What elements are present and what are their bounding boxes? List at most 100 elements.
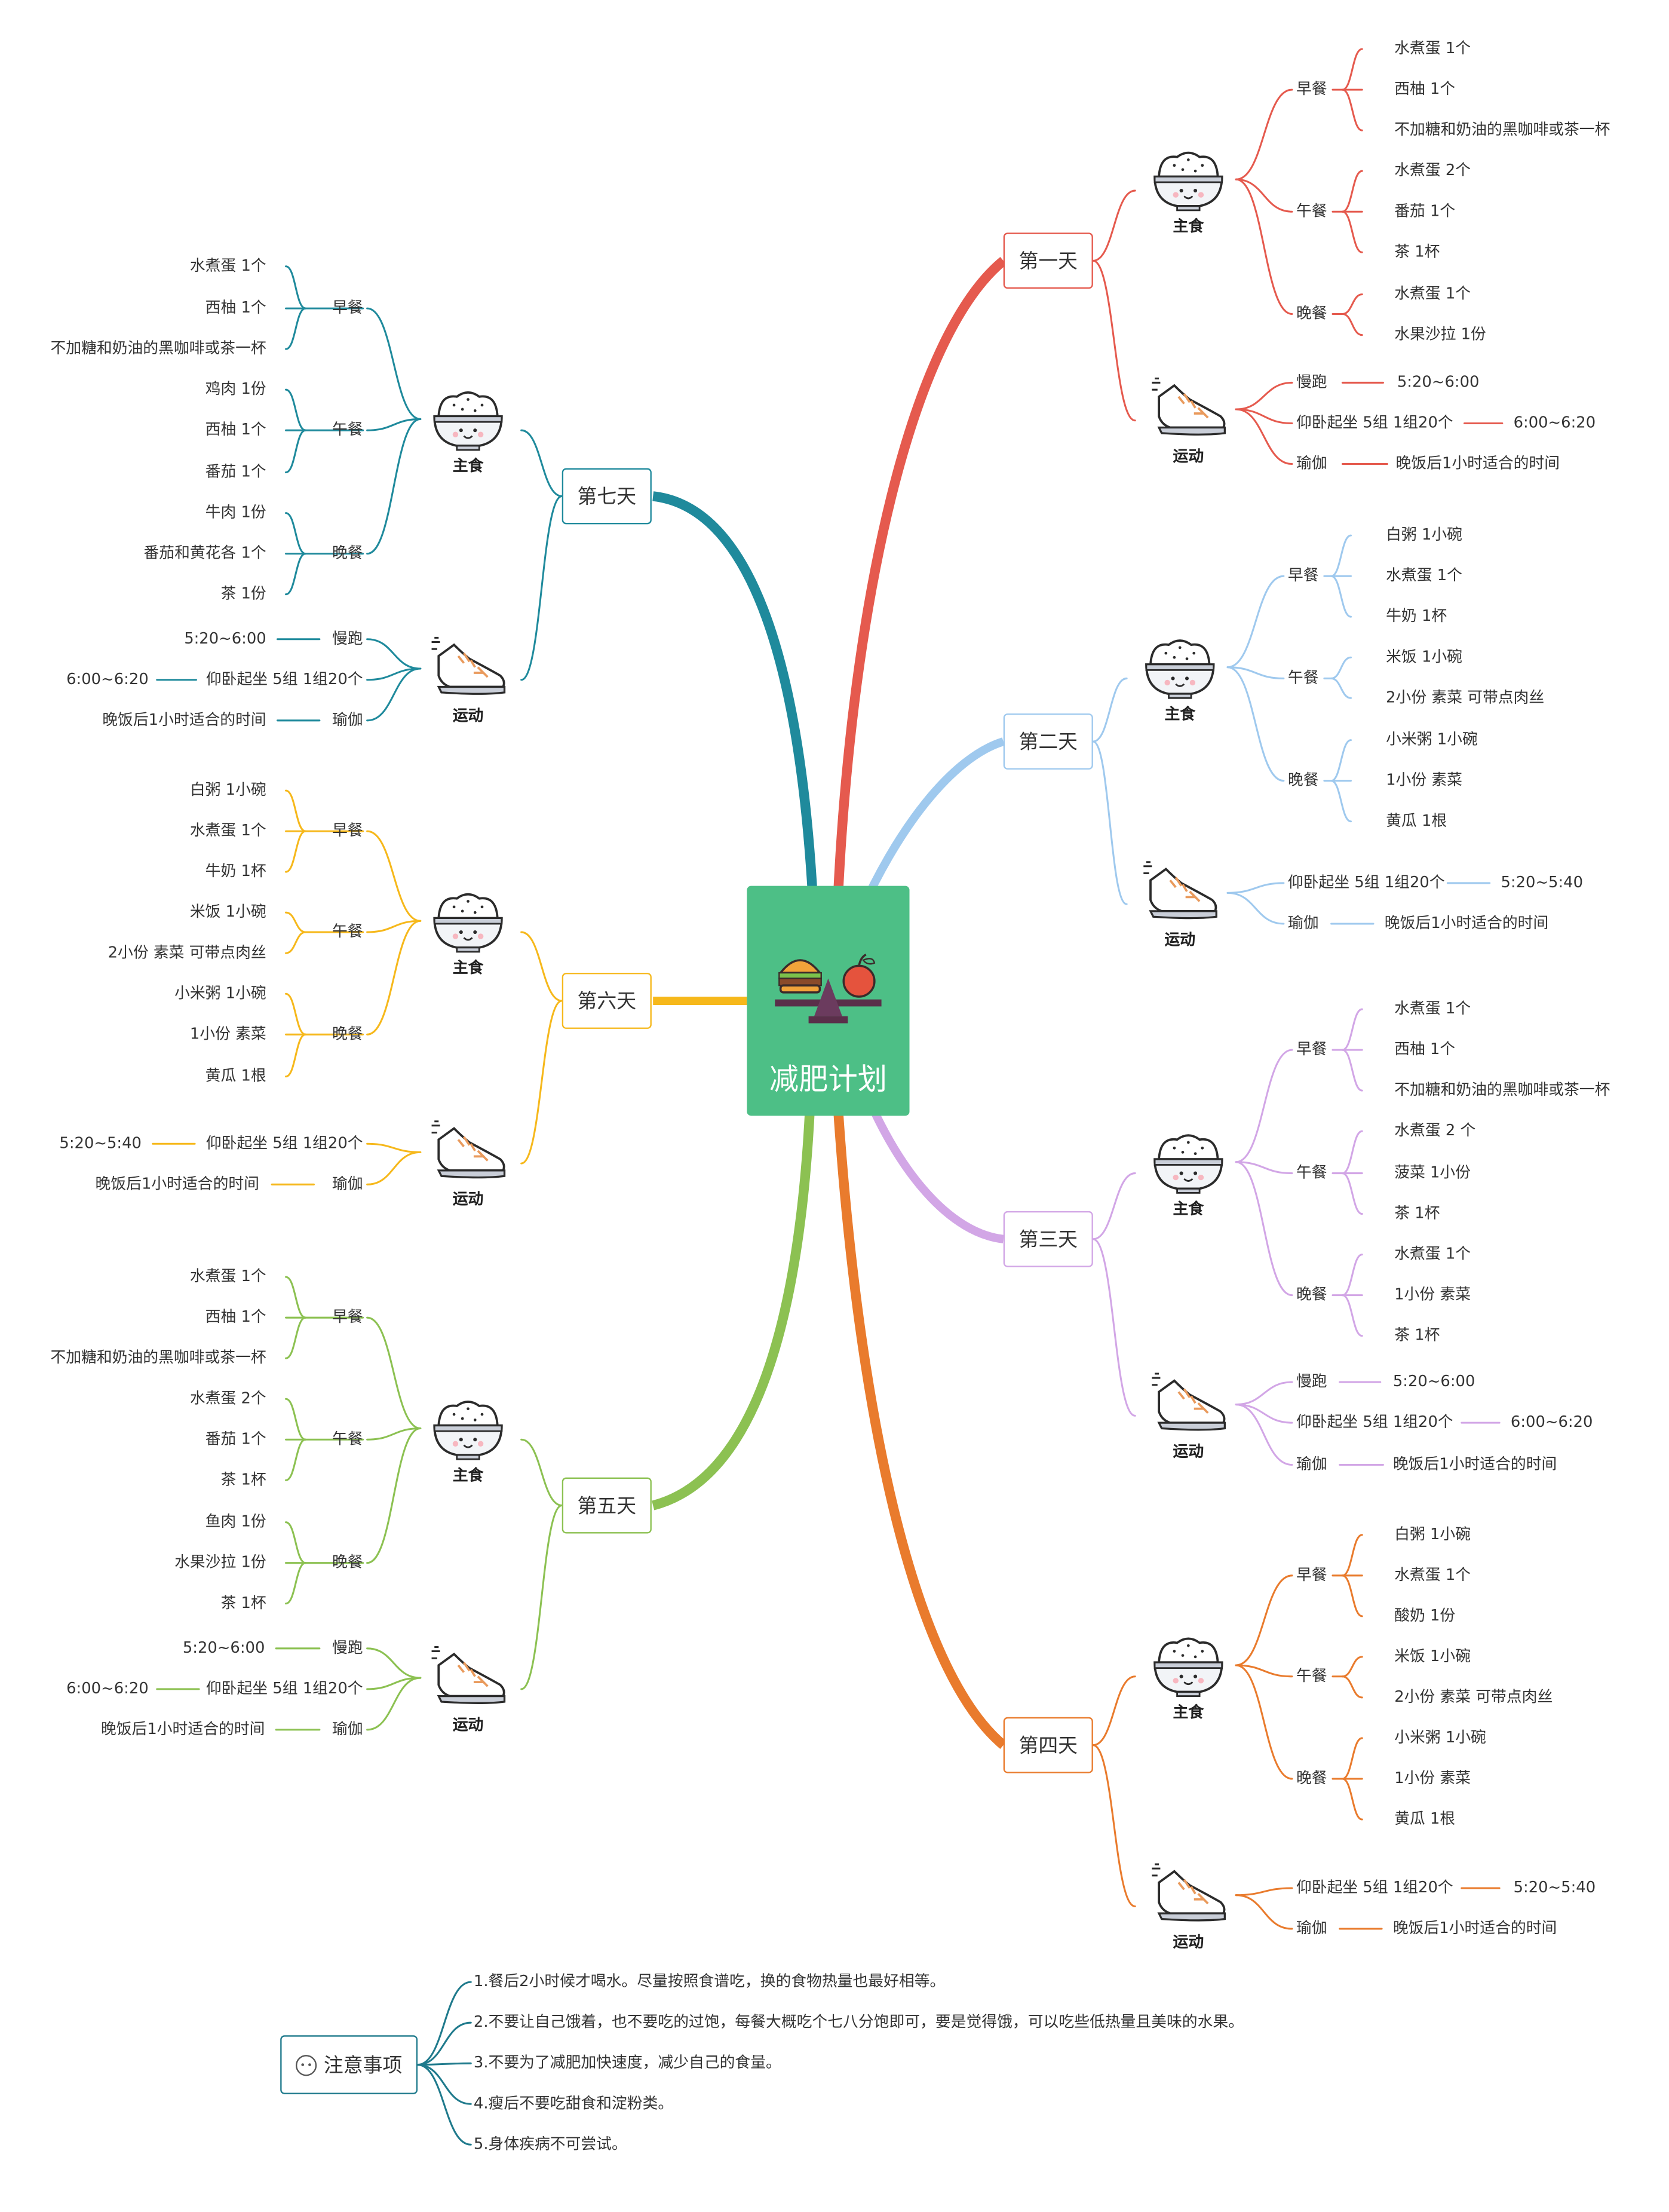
meal-label[interactable]: 晚餐 [332, 544, 363, 562]
food-item: 水煮蛋 2个 [1394, 161, 1471, 180]
sport-label: 运动 [452, 1190, 484, 1209]
rice-bowl-icon [433, 391, 503, 451]
exercise-label[interactable]: 慢跑 [1296, 1372, 1327, 1391]
food-item: 水煮蛋 1个 [189, 821, 266, 840]
meal-label[interactable]: 午餐 [332, 420, 363, 439]
food-item: 水煮蛋 1个 [189, 256, 266, 275]
rice-bowl-icon [1153, 151, 1223, 212]
exercise-time: 晚饭后1小时适合的时间 [1395, 454, 1560, 473]
meal-label[interactable]: 午餐 [1287, 669, 1319, 687]
exercise-label[interactable]: 慢跑 [332, 629, 363, 648]
sport-label: 运动 [452, 1715, 484, 1734]
note-item: 5.身体疾病不可尝试。 [473, 2134, 627, 2153]
note-item: 4.瘦后不要吃甜食和淀粉类。 [473, 2094, 674, 2113]
sport-label: 运动 [1173, 1933, 1204, 1951]
food-item: 小米粥 1小碗 [174, 984, 266, 1003]
food-item: 西柚 1个 [1394, 79, 1456, 99]
notes-topic[interactable]: 注意事项 [280, 2035, 418, 2094]
exercise-label[interactable]: 仰卧起坐 5组 1组20个 [1287, 873, 1445, 892]
exercise-label[interactable]: 瑜伽 [332, 1174, 363, 1193]
exercise-label[interactable]: 慢跑 [1296, 373, 1327, 391]
topic-day-3[interactable]: 第三天 [1003, 1211, 1093, 1267]
topic-day-1[interactable]: 第一天 [1003, 232, 1093, 289]
food-item: 酸奶 1份 [1394, 1606, 1456, 1625]
meal-label[interactable]: 早餐 [332, 1307, 363, 1326]
meal-label[interactable]: 午餐 [1296, 201, 1327, 220]
food-item: 西柚 1个 [205, 420, 266, 439]
food-item: 水煮蛋 1个 [1394, 284, 1471, 303]
meal-label[interactable]: 午餐 [332, 1429, 363, 1448]
food-item: 牛奶 1杯 [1386, 606, 1447, 626]
topic-day-7[interactable]: 第七天 [562, 468, 652, 525]
food-item: 水煮蛋 1个 [1394, 999, 1471, 1018]
sport-label: 运动 [452, 706, 484, 725]
staple-label: 主食 [1164, 705, 1196, 724]
scale-burger-apple-icon [775, 954, 882, 1024]
exercise-time: 晚饭后1小时适合的时间 [95, 1174, 259, 1193]
staple-label: 主食 [452, 457, 484, 476]
food-item: 水果沙拉 1份 [174, 1553, 266, 1571]
food-item: 1小份 素菜 [189, 1024, 266, 1043]
meal-label[interactable]: 晚餐 [1296, 1285, 1327, 1304]
exercise-label[interactable]: 瑜伽 [1287, 914, 1319, 933]
exercise-time: 5:20~5:40 [1501, 873, 1584, 892]
meal-label[interactable]: 早餐 [1296, 79, 1327, 99]
meal-label[interactable]: 早餐 [332, 298, 363, 317]
exercise-label[interactable]: 瑜伽 [332, 1720, 363, 1738]
exercise-label[interactable]: 仰卧起坐 5组 1组20个 [1296, 413, 1453, 432]
sneaker-icon [431, 636, 506, 695]
topic-day-5[interactable]: 第五天 [562, 1477, 652, 1534]
exercise-label[interactable]: 瑜伽 [1296, 1919, 1327, 1938]
exercise-time: 5:20~5:40 [59, 1133, 142, 1153]
exercise-time: 5:20~6:00 [182, 1638, 265, 1657]
exercise-label[interactable]: 仰卧起坐 5组 1组20个 [1296, 1413, 1453, 1432]
central-topic[interactable]: 减肥计划 [747, 886, 910, 1116]
exercise-label[interactable]: 瑜伽 [332, 710, 363, 729]
meal-label[interactable]: 早餐 [1296, 1565, 1327, 1584]
food-item: 1小份 素菜 [1386, 771, 1462, 789]
food-item: 水煮蛋 1个 [1394, 1245, 1471, 1263]
food-item: 白粥 1小碗 [1386, 525, 1462, 544]
food-item: 茶 1杯 [1394, 242, 1440, 261]
food-item: 黄瓜 1根 [205, 1067, 266, 1085]
note-item: 1.餐后2小时候才喝水。尽量按照食谱吃，换的食物热量也最好相等。 [473, 1972, 946, 1991]
staple-label: 主食 [452, 1466, 484, 1485]
food-item: 番茄和黄花各 1个 [143, 544, 266, 562]
exercise-time: 晚饭后1小时适合的时间 [100, 1720, 265, 1738]
meal-label[interactable]: 午餐 [1296, 1666, 1327, 1685]
meal-label[interactable]: 晚餐 [1296, 1769, 1327, 1788]
meal-label[interactable]: 午餐 [332, 922, 363, 941]
topic-day-6[interactable]: 第六天 [562, 973, 652, 1029]
staple-label: 主食 [1173, 217, 1204, 236]
meal-label[interactable]: 早餐 [1287, 566, 1319, 585]
exercise-time: 晚饭后1小时适合的时间 [1392, 1455, 1557, 1473]
exercise-label[interactable]: 瑜伽 [1296, 1455, 1327, 1473]
meal-label[interactable]: 早餐 [1296, 1040, 1327, 1059]
central-topic-title: 减肥计划 [769, 1062, 887, 1096]
meal-label[interactable]: 晚餐 [332, 1553, 363, 1571]
rice-bowl-icon [1153, 1134, 1223, 1194]
topic-day-4[interactable]: 第四天 [1003, 1717, 1093, 1773]
exercise-label[interactable]: 瑜伽 [1296, 454, 1327, 473]
exercise-label[interactable]: 仰卧起坐 5组 1组20个 [205, 1133, 363, 1153]
exercise-label[interactable]: 仰卧起坐 5组 1组20个 [1296, 1878, 1453, 1897]
exercise-label[interactable]: 仰卧起坐 5组 1组20个 [205, 1679, 363, 1698]
food-item: 茶 1杯 [1394, 1204, 1440, 1223]
meal-label[interactable]: 晚餐 [1296, 304, 1327, 323]
food-item: 西柚 1个 [1394, 1040, 1456, 1059]
food-item: 番茄 1个 [205, 462, 266, 481]
food-item: 米饭 1小碗 [1394, 1647, 1471, 1665]
sport-label: 运动 [1164, 930, 1196, 949]
food-item: 水煮蛋 1个 [1394, 1565, 1471, 1584]
food-item: 2小份 素菜 可带点肉丝 [1394, 1687, 1553, 1706]
meal-label[interactable]: 晚餐 [1287, 771, 1319, 789]
exercise-label[interactable]: 仰卧起坐 5组 1组20个 [205, 670, 363, 688]
food-item: 米饭 1小碗 [189, 902, 266, 921]
topic-day-2[interactable]: 第二天 [1003, 713, 1093, 770]
meal-label[interactable]: 午餐 [1296, 1163, 1327, 1182]
meal-label[interactable]: 早餐 [332, 821, 363, 840]
meal-label[interactable]: 晚餐 [332, 1024, 363, 1043]
exercise-label[interactable]: 慢跑 [332, 1638, 363, 1657]
food-item: 不加糖和奶油的黑咖啡或茶一杯 [50, 1348, 266, 1367]
